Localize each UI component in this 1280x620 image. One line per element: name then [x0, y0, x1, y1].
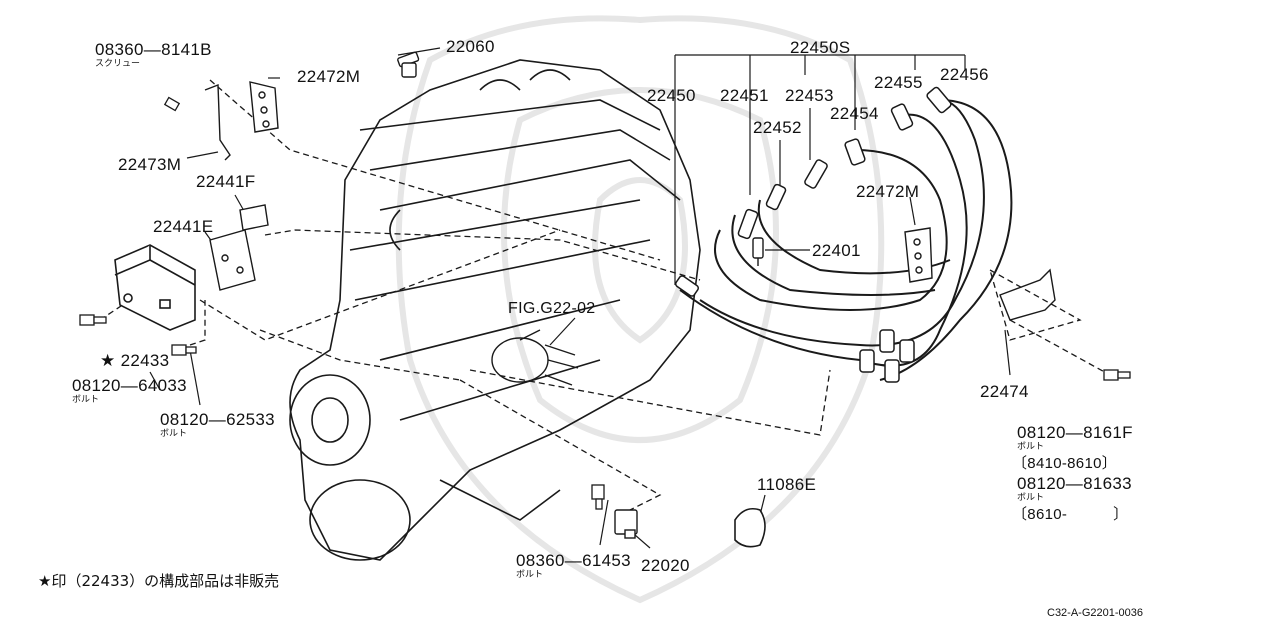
- label-range-8610: 〔8610- 〕: [1012, 506, 1129, 523]
- leader-lines-dashed: [99, 79, 1111, 511]
- spark-plug-22401: [752, 237, 764, 266]
- spark-plug-wires: [679, 99, 1013, 381]
- bracket-22474: [999, 268, 1056, 321]
- coil-bracket-22441E: [209, 229, 256, 291]
- label-22452: 22452: [753, 118, 802, 137]
- label-22474: 22474: [980, 382, 1029, 401]
- label-22441E: 22441E: [153, 217, 214, 236]
- label-08120-64033: 08120—64033: [72, 376, 187, 395]
- caption-bolt-4: ボルト: [1017, 493, 1045, 503]
- footnote-not-sold: ★印（22433）の構成部品は非販売: [38, 572, 280, 590]
- bolts: [79, 96, 1131, 510]
- bracket-22473M: [204, 83, 231, 161]
- label-22450S: 22450S: [790, 38, 851, 57]
- label-22453: 22453: [785, 86, 834, 105]
- caption-screw: スクリュー: [95, 59, 141, 69]
- wire-holder-22472M-top: [249, 81, 279, 133]
- bracket-22441F: [239, 204, 269, 231]
- label-22456: 22456: [940, 65, 989, 84]
- label-22433: ★ 22433: [100, 351, 170, 370]
- spark-plug-22060: [397, 51, 420, 78]
- label-22473M: 22473M: [118, 155, 182, 174]
- label-08120-81633: 08120—81633: [1017, 474, 1132, 493]
- caption-bolt-5: ボルト: [516, 570, 544, 580]
- label-08360-61453: 08360—61453: [516, 551, 631, 570]
- caption-bolt-2: ボルト: [160, 429, 188, 439]
- plug-boots: [674, 86, 952, 383]
- label-22441F: 22441F: [196, 172, 256, 191]
- label-range-8410-8610: 〔8410-8610〕: [1012, 455, 1118, 472]
- label-22454: 22454: [830, 104, 879, 123]
- watermark-emblem: [395, 15, 885, 604]
- label-fig-ref: FIG.G22-02: [508, 300, 596, 317]
- label-22472M-right: 22472M: [856, 182, 920, 201]
- label-22401: 22401: [812, 241, 861, 260]
- sensor-22020: [614, 509, 638, 539]
- label-22472M-top: 22472M: [297, 67, 361, 86]
- label-11086E: 11086E: [757, 475, 817, 494]
- label-22451: 22451: [720, 86, 769, 105]
- wire-holder-22472M-right: [904, 227, 933, 283]
- ignition-coil: [114, 244, 196, 331]
- engine-block: [289, 59, 701, 561]
- label-08120-8161F: 08120—8161F: [1017, 423, 1133, 442]
- label-08120-62533: 08120—62533: [160, 410, 275, 429]
- caption-bolt-1: ボルト: [72, 395, 100, 405]
- label-08360-8141B: 08360—8141B: [95, 40, 212, 59]
- label-22020: 22020: [641, 556, 690, 575]
- clamp-11086E: [734, 507, 766, 548]
- drawing-code: C32-A-G2201-0036: [1047, 607, 1144, 619]
- label-22450: 22450: [647, 86, 696, 105]
- label-22060: 22060: [446, 37, 495, 56]
- label-22455: 22455: [874, 73, 923, 92]
- distributor: [491, 329, 579, 386]
- caption-bolt-3: ボルト: [1017, 442, 1045, 452]
